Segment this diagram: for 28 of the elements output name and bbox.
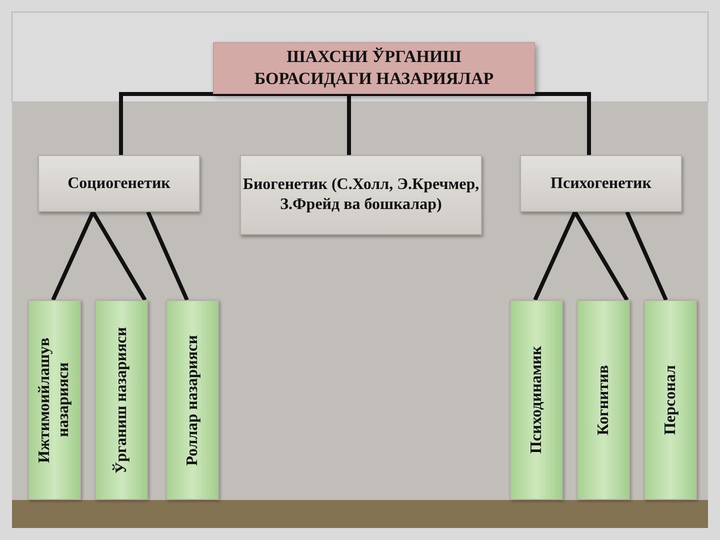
- theory-box: [644, 300, 697, 500]
- theory-box: [28, 300, 81, 500]
- node-label: Социогенетик: [68, 174, 170, 194]
- category-box: [38, 155, 200, 212]
- node-label: Биогенетик (С.Холл, Э.Кречмер, З.Фрейд ва бошкалар): [242, 175, 480, 215]
- connector-line: [533, 211, 577, 301]
- connector-line: [51, 211, 95, 301]
- connector-line: [573, 210, 629, 302]
- node-label: ШАХСНИ ЎРГАНИШ БОРАСИДАГИ НАЗАРИЯЛАР: [254, 46, 494, 90]
- node-label: Персонал: [660, 365, 680, 435]
- theory-box: [577, 300, 630, 500]
- title-box: [213, 42, 535, 94]
- theory-box: [95, 300, 148, 500]
- theory-box: [510, 300, 563, 500]
- connector-line: [625, 211, 668, 301]
- node-label: Психодинамик: [526, 346, 546, 454]
- category-box: [520, 155, 682, 212]
- connector-line: [374, 92, 591, 155]
- category-box: [240, 155, 482, 235]
- connector-line: [119, 92, 374, 155]
- connector-line: [146, 211, 189, 301]
- node-label: Психогенетик: [550, 174, 652, 194]
- node-label: Ижтимоийлашув назарияси: [35, 336, 74, 465]
- connector-line: [91, 210, 147, 302]
- node-label: Роллар назарияси: [182, 334, 202, 466]
- node-label: Когнитив: [594, 364, 613, 436]
- theory-box: [166, 300, 219, 500]
- node-label: Ўрганиш назарияси: [112, 326, 131, 474]
